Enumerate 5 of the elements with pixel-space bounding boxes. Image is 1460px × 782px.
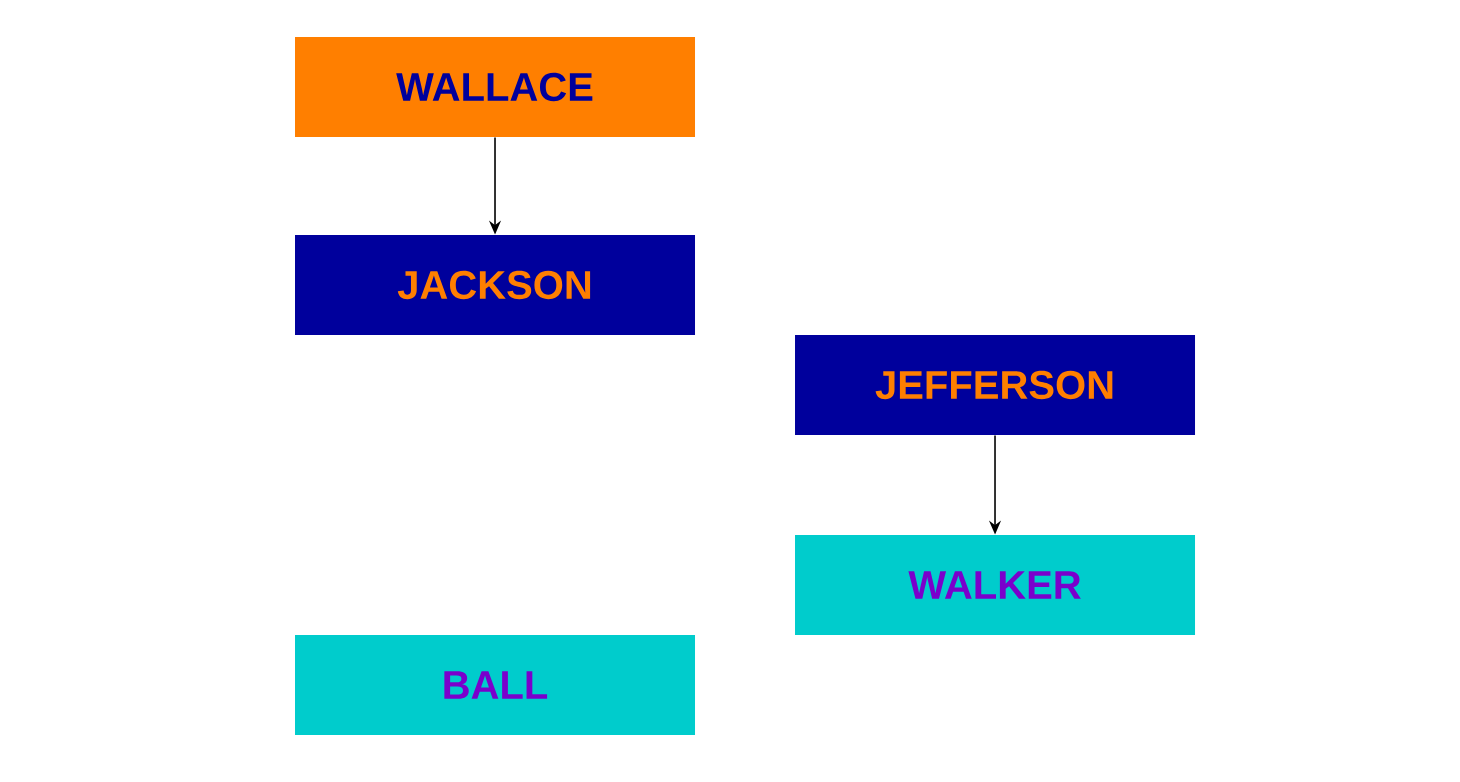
name-box: WALLACE [295,37,695,137]
name-box: BALL [295,635,695,735]
name-box: WALKER [795,535,1195,635]
name-box: JEFFERSON [795,335,1195,435]
name-box: JACKSON [295,235,695,335]
